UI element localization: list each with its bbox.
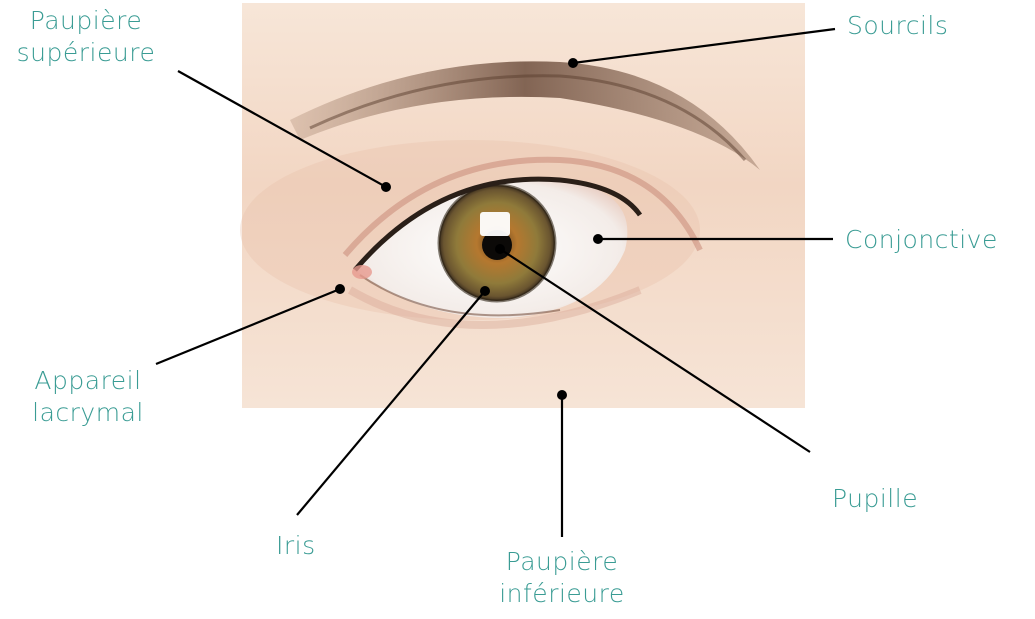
label-conjonctive: Conjonctive (845, 224, 998, 256)
dot-conjonctive (593, 234, 603, 244)
dot-sourcils (568, 58, 578, 68)
label-paupiere-superieure: Paupière supérieure (6, 5, 166, 69)
label-pupille: Pupille (832, 483, 918, 515)
dot-appareil-lacrymal (335, 284, 345, 294)
label-iris: Iris (276, 530, 316, 562)
label-paupiere-inferieure: Paupière inférieure (484, 546, 640, 610)
dot-paupiere-inferieure (557, 390, 567, 400)
dot-pupille (495, 244, 505, 254)
label-appareil-lacrymal: Appareil lacrymal (15, 365, 161, 429)
label-sourcils: Sourcils (847, 10, 948, 42)
eye-photo (240, 3, 805, 408)
dot-paupiere-superieure (381, 182, 391, 192)
dot-iris (480, 286, 490, 296)
